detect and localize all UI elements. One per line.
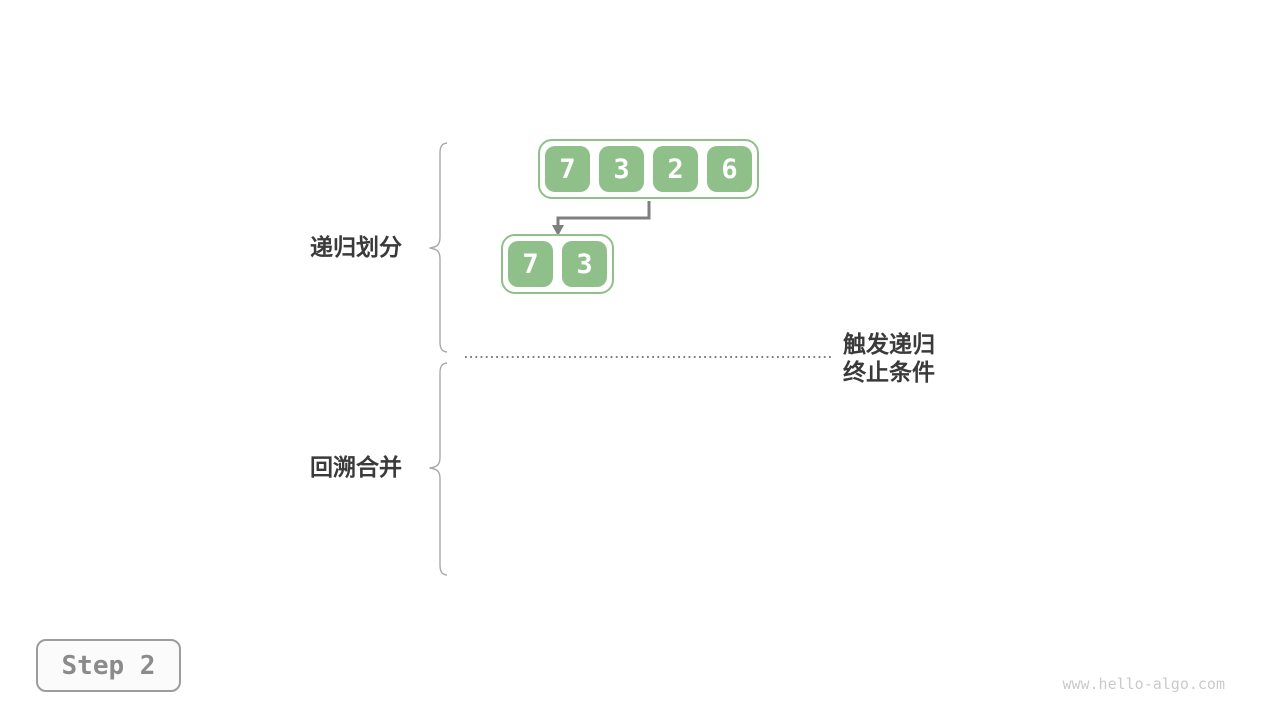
split-arrowhead-icon	[552, 225, 564, 236]
array-cell: 6	[707, 146, 752, 192]
array-cell: 2	[653, 146, 698, 192]
array-cell: 3	[562, 241, 607, 287]
watermark: www.hello-algo.com	[1062, 675, 1225, 693]
array-level-2: 7 3	[501, 234, 614, 294]
step-badge-label: Step 2	[61, 650, 156, 681]
step-badge: Step 2	[36, 639, 181, 692]
label-recursive-partition: 递归划分	[310, 234, 402, 260]
array-cell: 7	[545, 146, 590, 192]
label-termination-line2: 终止条件	[843, 359, 935, 385]
array-cell: 3	[599, 146, 644, 192]
label-termination-line1: 触发递归	[843, 331, 935, 357]
label-backtrack-merge: 回溯合并	[310, 454, 402, 480]
label-termination-condition: 触发递归 终止条件	[843, 330, 973, 386]
brace-left-top-icon	[429, 142, 448, 353]
array-cell: 7	[508, 241, 553, 287]
brace-left-bottom-icon	[429, 362, 448, 576]
array-level-1: 7 3 2 6	[538, 139, 759, 199]
split-arrow-icon	[556, 201, 651, 226]
